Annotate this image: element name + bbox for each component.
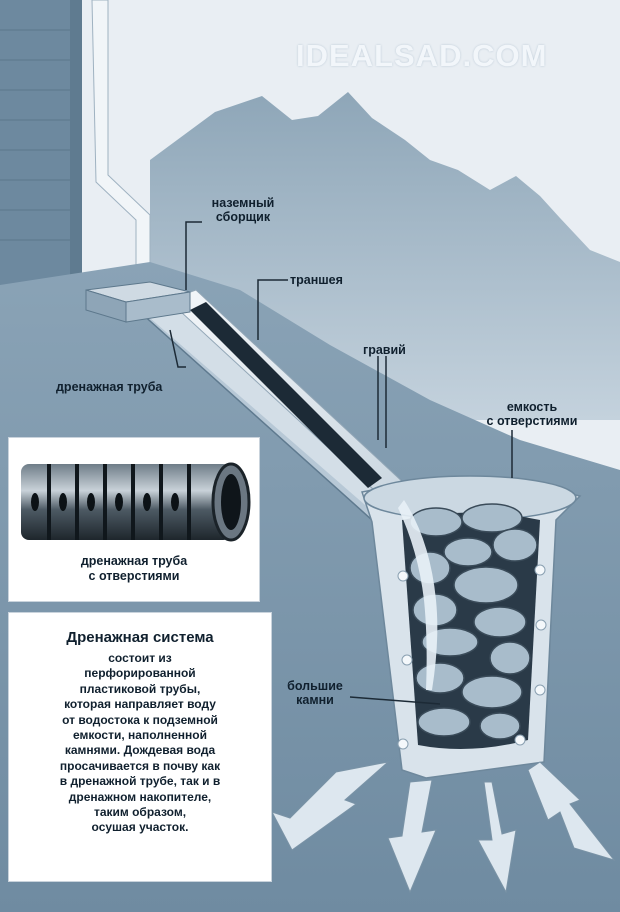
leader-lines xyxy=(169,221,513,705)
gravel-bed xyxy=(150,308,398,518)
house-corner xyxy=(70,0,82,290)
container-holes xyxy=(397,564,547,750)
collector-side xyxy=(125,291,191,323)
description-body: состоит из перфорированной пластиковой т… xyxy=(59,651,221,835)
label-ground-collector: наземный сборщик xyxy=(211,196,275,224)
pipe-ridges xyxy=(47,464,191,540)
inset-caption: дренажная труба с отверстиями xyxy=(80,554,188,583)
perforated-pipe-illustration xyxy=(21,462,251,542)
label-container: емкость с отверстиями xyxy=(486,400,578,428)
description-title: Дренажная система xyxy=(66,629,214,646)
pipe-holes xyxy=(31,493,179,511)
water-stream xyxy=(398,500,438,690)
drain-pipe-shadow xyxy=(190,302,382,488)
big-stones xyxy=(409,503,538,740)
pipe-opening xyxy=(221,474,241,530)
pipe-inset: дренажная труба с отверстиями xyxy=(8,437,260,602)
label-gravel: гравий xyxy=(363,343,406,357)
wall-siding xyxy=(0,29,70,241)
label-big-stones: большие камни xyxy=(287,679,343,707)
seepage-arrows xyxy=(270,761,616,894)
watermark: IDEALSAD.COM xyxy=(296,38,548,73)
label-trench: траншея xyxy=(290,273,343,287)
description-box: Дренажная система состоит из перфорирова… xyxy=(8,612,272,882)
house-wall xyxy=(0,0,70,290)
perforated-pipe-body xyxy=(21,464,231,540)
label-drain-pipe: дренажная труба xyxy=(56,380,163,394)
